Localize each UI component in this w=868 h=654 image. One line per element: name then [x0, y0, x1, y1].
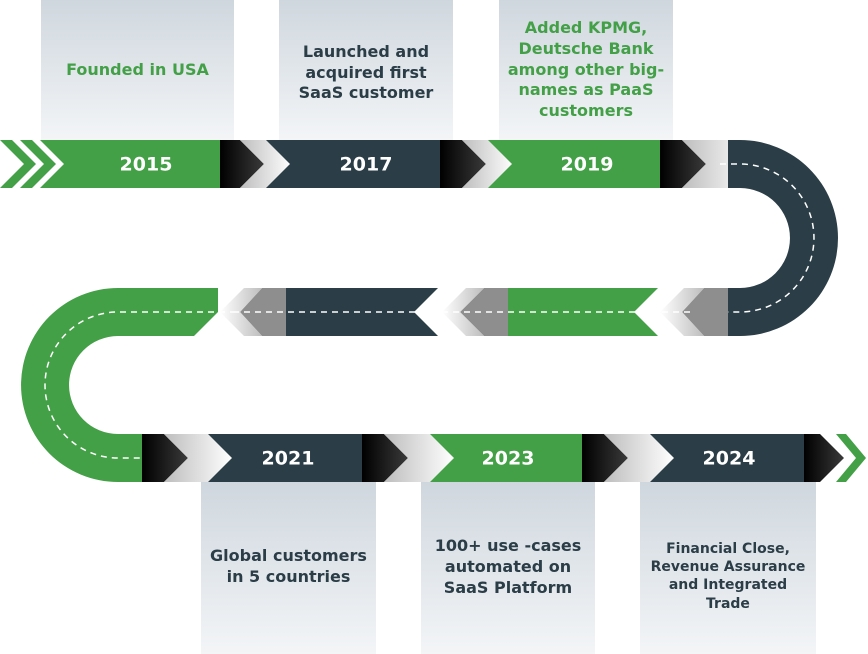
milestone-card-2023: 100+ use -cases automated on SaaS Platfo… — [421, 482, 595, 654]
band-2023 — [430, 434, 584, 482]
curve-left-dash — [44, 311, 236, 459]
mid-fade-2 — [442, 288, 484, 336]
band-2015 — [40, 140, 222, 188]
milestone-text-2024: Financial Close, Revenue Assurance and I… — [650, 541, 806, 612]
mid-band-green — [508, 288, 658, 336]
band-2024 — [650, 434, 806, 482]
arrow-tip-2021 — [362, 434, 408, 482]
curve-right — [728, 140, 838, 336]
year-label-2017: 2017 — [340, 154, 393, 176]
intro-chevron-1 — [0, 140, 36, 188]
curve-left — [21, 288, 218, 482]
band-2021 — [208, 434, 364, 482]
arrow-tip-2019 — [660, 140, 706, 188]
mid-fade-1 — [660, 288, 704, 336]
milestone-text-2023: 100+ use -cases automated on SaaS Platfo… — [434, 536, 582, 597]
band-2019 — [488, 140, 662, 188]
fade-bottom-start — [164, 434, 232, 482]
milestone-card-2024: Financial Close, Revenue Assurance and I… — [640, 482, 816, 654]
arrow-tip-2023 — [582, 434, 628, 482]
year-label-2021: 2021 — [262, 448, 315, 470]
milestone-card-2015: Founded in USA — [41, 0, 234, 140]
milestone-card-2017: Launched and acquired first SaaS custome… — [279, 0, 453, 140]
mid-band-dark — [286, 288, 438, 336]
intro-chevron-2 — [20, 140, 56, 188]
arrow-tip-2017 — [440, 140, 486, 188]
mid-arrow-gray-3 — [240, 288, 286, 336]
arrow-tip-2015 — [220, 140, 264, 188]
band-2017 — [266, 140, 442, 188]
milestone-card-2021: Global customers in 5 countries — [201, 482, 376, 654]
year-label-2015: 2015 — [120, 154, 173, 176]
fade-2023 — [604, 434, 674, 482]
milestone-text-2019: Added KPMG, Deutsche Bank among other bi… — [507, 18, 665, 121]
milestone-text-2015: Founded in USA — [66, 59, 209, 79]
arrow-tip-2024 — [804, 434, 844, 482]
year-label-2024: 2024 — [703, 448, 756, 470]
outro-chevron — [836, 434, 866, 482]
year-label-2019: 2019 — [561, 154, 614, 176]
mid-arrow-gray-1 — [682, 288, 728, 336]
milestone-text-2021: Global customers in 5 countries — [210, 546, 367, 586]
mid-fade-3 — [220, 288, 262, 336]
milestone-card-2019: Added KPMG, Deutsche Bank among other bi… — [499, 0, 673, 140]
fade-2021 — [384, 434, 454, 482]
year-label-2023: 2023 — [482, 448, 535, 470]
arrow-tip-bottom-start — [142, 434, 188, 482]
milestone-text-2017: Launched and acquired first SaaS custome… — [298, 41, 434, 103]
curve-right-dash — [690, 163, 815, 313]
